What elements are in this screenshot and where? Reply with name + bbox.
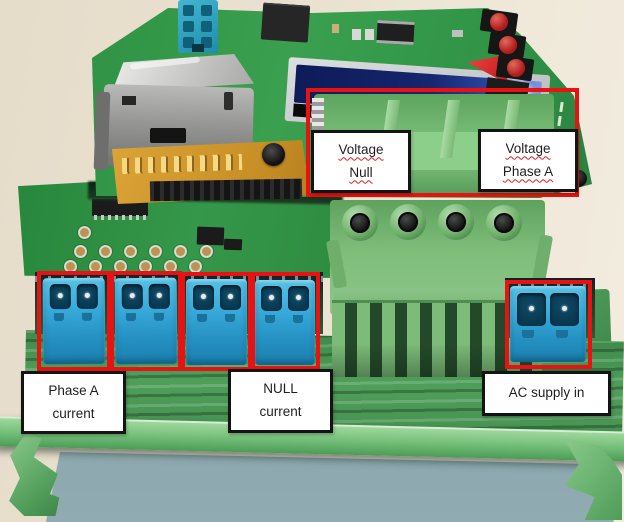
plug-ac-supply — [510, 286, 586, 362]
plug-pin — [201, 294, 206, 299]
smd-component — [452, 30, 463, 37]
callout-text-line: Voltage — [338, 141, 384, 157]
highlight-current-plug-3 — [181, 272, 252, 371]
via-pad — [141, 262, 150, 271]
plug-notch — [293, 315, 303, 323]
via-pad — [176, 247, 185, 256]
terminal-hole — [183, 5, 194, 16]
terminal-hole — [183, 37, 194, 48]
soic-ic — [376, 20, 415, 45]
terminal-screw — [390, 204, 426, 240]
plug-pin — [228, 294, 233, 299]
screw-head — [350, 213, 370, 233]
via-pad — [66, 262, 75, 271]
callout-text-line: Null — [349, 164, 373, 180]
via-pad — [101, 247, 110, 256]
push-button — [490, 13, 508, 31]
relay-component — [260, 2, 311, 43]
plug-notch — [522, 330, 534, 338]
smd-capacitor — [352, 29, 361, 40]
screw-head — [398, 212, 418, 232]
callout-text-line: Voltage — [505, 140, 551, 156]
callout-phase-a-current: Phase A current — [21, 371, 126, 434]
highlight-phase-a-current-plug — [37, 271, 111, 371]
screw-head — [494, 213, 514, 233]
terminal-hole — [201, 37, 212, 48]
callout-voltage-null: Voltage Null — [311, 130, 411, 193]
via-pad — [116, 262, 125, 271]
plug-notch — [197, 314, 207, 322]
smd-capacitor — [365, 29, 374, 40]
callout-ac-supply-in: AC supply in — [482, 371, 611, 416]
callout-text-line: current — [259, 404, 302, 419]
terminal-hole — [201, 21, 212, 32]
highlight-null-current-plug — [251, 272, 320, 370]
smd-component — [223, 238, 243, 251]
highlight-ac-supply-plug — [505, 280, 592, 369]
voltage-terminal-contacts — [312, 98, 324, 134]
callout-text-line: AC supply in — [508, 385, 585, 401]
ethernet-jack-cutout — [224, 92, 233, 110]
plug-pin — [529, 306, 534, 311]
via-pad — [76, 247, 85, 256]
plug-pin — [562, 306, 567, 311]
plug-notch — [225, 314, 235, 322]
highlight-current-plug-2 — [110, 271, 182, 371]
dip-chip-pins — [94, 215, 146, 220]
terminal-notch — [192, 44, 204, 52]
module-pin-header — [149, 178, 303, 202]
smd-resistor — [332, 24, 339, 33]
screw-head — [446, 212, 466, 232]
callout-null-current: NULL current — [228, 369, 333, 433]
terminal-screw — [438, 204, 474, 240]
via-pad — [91, 262, 100, 271]
plug-pin — [296, 295, 301, 300]
plug-current-3 — [186, 279, 247, 365]
plug-notch — [556, 330, 568, 338]
via-pad — [80, 228, 89, 237]
via-pad — [166, 262, 175, 271]
terminal-screw — [486, 205, 522, 241]
plug-null-current — [255, 280, 315, 365]
via-pad — [151, 247, 160, 256]
callout-text-line: NULL — [263, 381, 298, 397]
ethernet-jack-side — [93, 91, 111, 171]
ethernet-jack-slot — [150, 128, 186, 143]
ethernet-jack-tab — [122, 96, 136, 105]
terminal-hole — [183, 21, 194, 32]
plug-notch — [265, 315, 275, 323]
callout-voltage-phase-a: Voltage Phase A — [478, 129, 578, 192]
teal-terminal-block — [178, 0, 218, 53]
callout-text-line: Phase A — [48, 382, 99, 398]
via-pad — [202, 247, 211, 256]
push-button — [507, 59, 525, 77]
mounting-screw — [262, 143, 285, 166]
plug-pin — [269, 295, 274, 300]
smd-ic — [196, 226, 225, 246]
callout-text-line: current — [52, 405, 95, 421]
terminal-hole — [201, 5, 212, 16]
via-pad — [191, 262, 200, 271]
callout-text-line: Phase A — [502, 163, 554, 179]
terminal-screw — [342, 205, 378, 241]
via-pad — [126, 247, 135, 256]
push-button — [499, 36, 517, 54]
